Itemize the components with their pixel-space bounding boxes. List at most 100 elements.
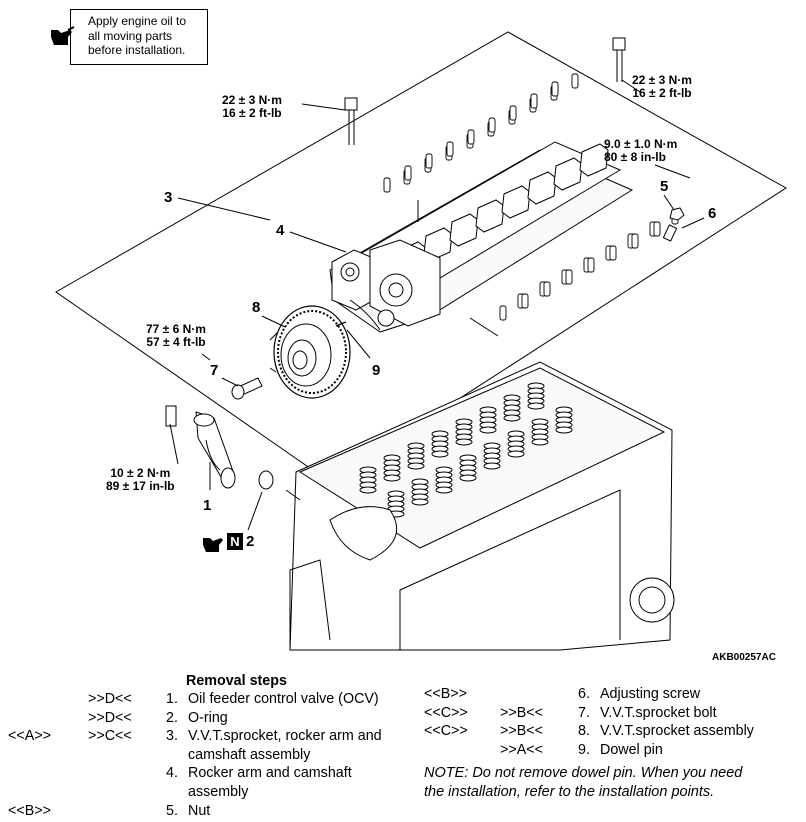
torque-nut: 9.0 ± 1.0 N·m 80 ± 8 in-lb (604, 137, 678, 164)
step-num: 9. (578, 741, 590, 758)
step-num: 7. (578, 704, 590, 721)
callout-2: 2 (246, 533, 255, 550)
step-text: Adjusting screw (600, 686, 701, 702)
callout-7: 7 (210, 362, 219, 379)
stud (631, 233, 639, 249)
assembly-frame (55, 31, 787, 483)
valve-spring (503, 394, 521, 422)
stud (530, 93, 538, 109)
step-text: Nut (188, 802, 211, 819)
leader-lines (169, 79, 705, 531)
vvt-sprocket (269, 305, 351, 399)
step-text: V.V.T.sprocket, rocker arm and (188, 728, 382, 745)
valve-spring (359, 466, 377, 494)
torque-ocv-bolt: 10 ± 2 N·m 89 ± 17 in-lb (106, 466, 175, 493)
torque-sprocket-bolt: 77 ± 6 N·m 57 ± 4 ft-lb (146, 322, 206, 349)
step-text: V.V.T.sprocket bolt (600, 704, 717, 721)
step-text: Rocker arm and camshaft (188, 765, 352, 782)
valve-spring (555, 406, 573, 434)
camshaft-assembly (329, 141, 634, 333)
step-text: assembly (188, 784, 249, 800)
stud (425, 153, 433, 169)
stud (543, 281, 551, 297)
step-inst: <<B>> (424, 686, 467, 702)
step-num: 2. (166, 709, 178, 726)
stud (571, 73, 579, 89)
rocker-arm (527, 171, 557, 205)
valve-spring (431, 430, 449, 458)
step-num: 3. (166, 728, 178, 745)
torque-center-bolt: 22 ± 3 N·m 16 ± 2 ft-lb (222, 93, 282, 120)
removal-steps-heading: Removal steps (186, 673, 287, 689)
valve-spring (459, 454, 477, 482)
step-num: 5. (166, 802, 178, 819)
rocker-arm (501, 185, 531, 219)
oil-can-icon (51, 26, 75, 45)
lubrication-note: Apply engine oil to all moving parts bef… (70, 9, 208, 65)
rocker-arm (475, 199, 505, 233)
callout-6: 6 (708, 205, 717, 222)
figure-id: AKB00257AC (712, 652, 776, 663)
stud (509, 105, 517, 121)
oil-can-icon (203, 538, 223, 552)
stud (467, 129, 475, 145)
valve-spring (479, 406, 497, 434)
stud (404, 165, 412, 181)
dowel-pin-note-line2: the installation, refer to the installat… (424, 784, 715, 800)
step-rem: >>A<< (500, 741, 543, 758)
callout-5: 5 (660, 178, 669, 195)
step-text: camshaft assembly (188, 746, 311, 763)
new-part-mark: N (227, 533, 243, 550)
callout-1: 1 (203, 497, 212, 514)
nut-and-screw (662, 207, 685, 242)
step-rem: >>B<< (500, 704, 543, 721)
cylinder-head (289, 361, 675, 651)
stud (565, 269, 573, 285)
step-rem: >>B<< (500, 723, 543, 740)
stud (499, 305, 507, 321)
sprocket-bolt (231, 377, 263, 400)
step-num: 1. (166, 691, 178, 707)
stud (587, 257, 595, 273)
step-num: 6. (578, 686, 590, 702)
stud (383, 177, 391, 193)
valve-spring (407, 442, 425, 470)
valve-spring (483, 442, 501, 470)
callout-8: 8 (252, 299, 261, 316)
dowel-pin-note-line1: NOTE: Do not remove dowel pin. When you … (424, 765, 743, 781)
step-text: V.V.T.sprocket assembly (600, 723, 754, 740)
callout-9: 9 (372, 362, 381, 379)
o-ring (258, 470, 274, 490)
step-inst: <<C>> (424, 704, 468, 721)
step-text: O-ring (188, 709, 228, 726)
stud (609, 245, 617, 261)
ocv (165, 405, 236, 489)
rocker-arm (553, 157, 583, 191)
valve-spring (435, 466, 453, 494)
valve-spring (411, 478, 429, 506)
step-rem: >>D<< (88, 691, 132, 707)
valve-spring (507, 430, 525, 458)
lubrication-note-text: Apply engine oil to all moving parts bef… (88, 14, 187, 57)
valve-spring (455, 418, 473, 446)
stud (653, 221, 661, 237)
torque-right-bolt: 22 ± 3 N·m 16 ± 2 ft-lb (632, 73, 692, 100)
step-text: Dowel pin (600, 741, 663, 758)
rocker-arm (449, 213, 479, 247)
valve-spring (383, 454, 401, 482)
stud (521, 293, 529, 309)
dowel-pin (335, 321, 347, 327)
step-inst: <<A>> (8, 728, 51, 745)
step-inst: <<C>> (424, 723, 468, 740)
stud-rows (383, 73, 679, 321)
step-num: 8. (578, 723, 590, 740)
bolt-right (612, 37, 626, 82)
step-text: Oil feeder control valve (OCV) (188, 691, 379, 707)
valve-spring (527, 382, 545, 410)
step-num: 4. (166, 765, 178, 782)
callout-4: 4 (276, 222, 285, 239)
callout-3: 3 (164, 189, 173, 206)
stud (551, 81, 559, 97)
rocker-arm (579, 143, 609, 177)
